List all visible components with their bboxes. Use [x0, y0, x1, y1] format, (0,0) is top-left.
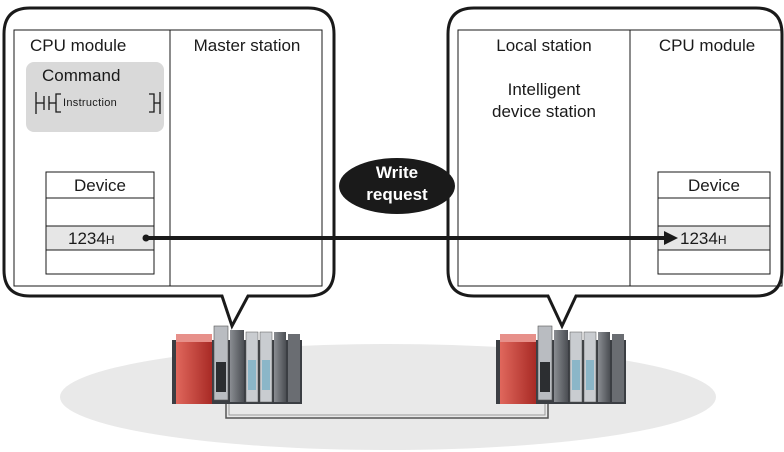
write-request-line1: Write [375, 163, 419, 182]
write-request-label: Write request [340, 162, 454, 206]
left-inner-border [13, 29, 323, 287]
left-device-value: 1234H [68, 229, 115, 250]
left-device-value-number: 1234 [68, 229, 106, 248]
write-arrow [142, 231, 678, 245]
command-box [26, 62, 164, 132]
right-station-subtitle-line2: device station [492, 102, 596, 121]
right-cpu-title: CPU module [658, 36, 756, 55]
right-inner-border [457, 29, 783, 287]
instruction-label: Instruction [63, 97, 118, 109]
right-device-value-suffix: H [717, 233, 727, 247]
left-device-header: Device [74, 176, 126, 195]
network-cable [225, 402, 549, 419]
command-label: Command [42, 66, 121, 85]
ladder-instruction-icon [35, 92, 161, 114]
right-station-subtitle-line1: Intelligent [507, 80, 581, 99]
left-device-value-suffix: H [105, 233, 115, 247]
right-device-header: Device [688, 176, 740, 195]
right-plc-rack [496, 325, 626, 404]
right-device-value: 1234H [680, 229, 727, 250]
write-request-bubble [339, 158, 455, 214]
network-cable-inner [228, 402, 546, 416]
left-plc-rack [172, 325, 302, 404]
left-device-table [45, 171, 155, 275]
right-device-value-number: 1234 [680, 229, 718, 248]
left-station-title: Master station [193, 36, 301, 55]
write-request-line2: request [366, 185, 428, 204]
left-cpu-title: CPU module [30, 36, 127, 55]
right-station-title: Local station [496, 36, 592, 55]
